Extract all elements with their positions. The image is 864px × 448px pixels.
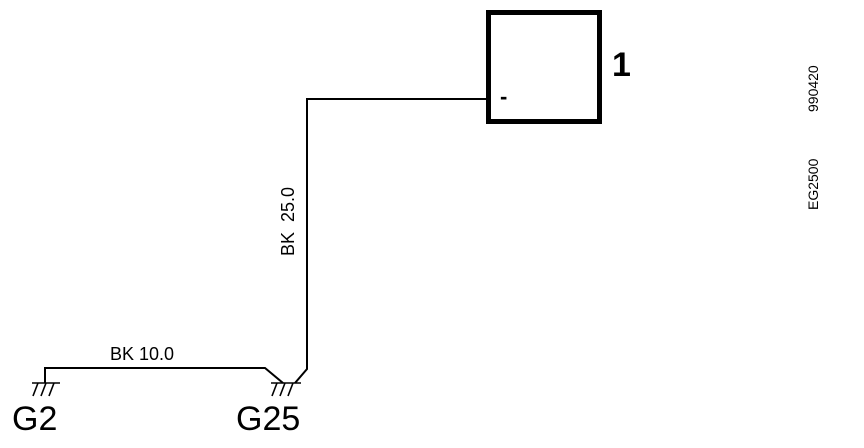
ground-g2-label: G2 bbox=[12, 400, 57, 438]
wire-bk-10-label: BK 10.0 bbox=[110, 344, 174, 364]
diagram-id-code: EG2500 bbox=[805, 158, 821, 210]
ground-g25-icon bbox=[271, 382, 301, 397]
terminal-negative-label: - bbox=[500, 84, 507, 109]
diagram-date-code: 990420 bbox=[805, 65, 821, 112]
ground-g2-icon bbox=[32, 382, 60, 397]
wire-bk-25 bbox=[294, 98, 486, 384]
component-1-box bbox=[486, 10, 602, 124]
component-1-number: 1 bbox=[612, 46, 631, 84]
wire-bk-25-label: BK 25.0 bbox=[278, 187, 298, 256]
ground-g25-label: G25 bbox=[236, 400, 300, 438]
wire-bk-10 bbox=[44, 367, 284, 384]
